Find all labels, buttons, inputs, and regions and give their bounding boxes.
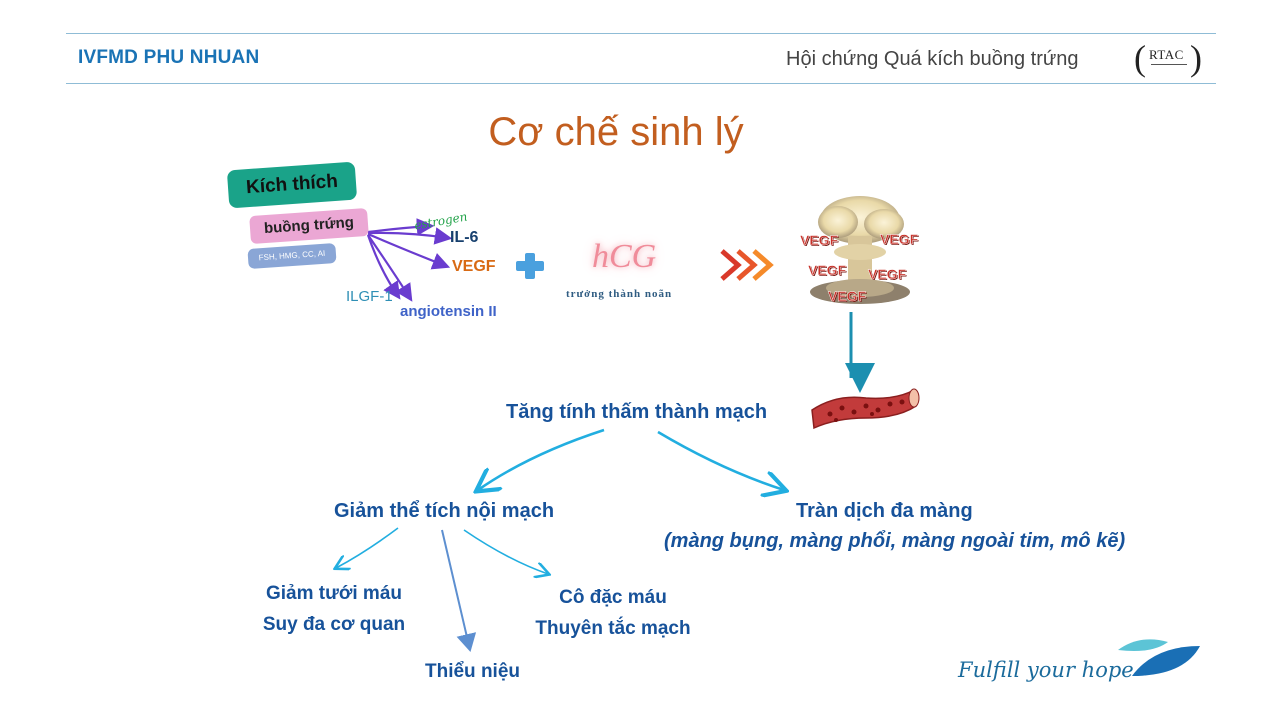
rtac-logo-text: RTAC <box>1149 47 1184 62</box>
blood-vessel-icon <box>811 388 920 430</box>
factor-il6: IL-6 <box>450 229 479 246</box>
agents-pill: FSH, HMG, CC, AI <box>247 242 337 270</box>
node-hemo-line1: Cô đặc máu <box>559 587 667 608</box>
chevron-right-icon <box>720 249 774 281</box>
arrow-to-oliguria <box>441 529 477 652</box>
rtac-underline <box>1151 64 1187 73</box>
factor-igf: ILGF-1 <box>346 288 393 305</box>
node-hemo-line2: Thuyên tắc mạch <box>535 618 691 639</box>
header-topic: Hội chứng Quá kích buồng trứng <box>786 48 1079 70</box>
factor-angiotensin: angiotensin II <box>400 303 497 320</box>
node-perfusion-line2: Suy đa cơ quan <box>262 614 406 635</box>
vegf-label: VEGF <box>808 262 847 278</box>
footer-slogan: Fulfill your hope <box>958 658 1134 682</box>
node-effusion-detail: (màng bụng, màng phổi, màng ngoài tim, m… <box>664 530 1126 552</box>
ovary-pill: buồng trứng <box>249 207 369 245</box>
vegf-label: VEGF <box>868 266 907 282</box>
stimulus-pill: Kích thích <box>226 161 358 209</box>
rtac-logo: ( RTAC ) <box>1134 40 1204 80</box>
explosion-cloud-icon <box>810 196 910 304</box>
node-volume-drop: Giảm thể tích nội mạch <box>334 500 555 522</box>
slide-title: Cơ chế sinh lý <box>488 110 744 154</box>
node-perfusion-line1: Giảm tưới máu <box>265 583 402 604</box>
factor-vegf: VEGF <box>452 258 496 275</box>
node-effusion: Tràn dịch đa màng <box>796 500 973 522</box>
vegf-label: VEGF <box>880 231 919 247</box>
vegf-label: VEGF <box>800 232 839 248</box>
rtac-left-bracket: ( <box>1134 38 1146 78</box>
rtac-right-bracket: ) <box>1190 38 1202 78</box>
plus-icon <box>516 253 544 279</box>
vegf-label: VEGF <box>828 288 867 304</box>
header-bottom-rule <box>66 83 1216 84</box>
node-oliguria: Thiểu niệu <box>425 661 520 682</box>
arrow-to-volume-drop <box>478 428 605 490</box>
arrow-to-perfusion <box>336 527 399 568</box>
hcg-label: hCG <box>592 238 657 275</box>
arrow-to-effusion <box>657 430 784 490</box>
node-perfusion: Giảm tưới máu Suy đa cơ quan <box>244 578 424 640</box>
leaf-logo-icon <box>1118 639 1200 676</box>
header-top-rule <box>66 33 1216 34</box>
arrow-to-hemo <box>463 529 548 574</box>
node-hemo: Cô đặc máu Thuyên tắc mạch <box>508 582 718 644</box>
brand-name: IVFMD PHU NHUAN <box>78 47 260 68</box>
hcg-caption: trưởng thành noãn <box>566 288 673 300</box>
node-permeability: Tăng tính thấm thành mạch <box>506 401 768 423</box>
